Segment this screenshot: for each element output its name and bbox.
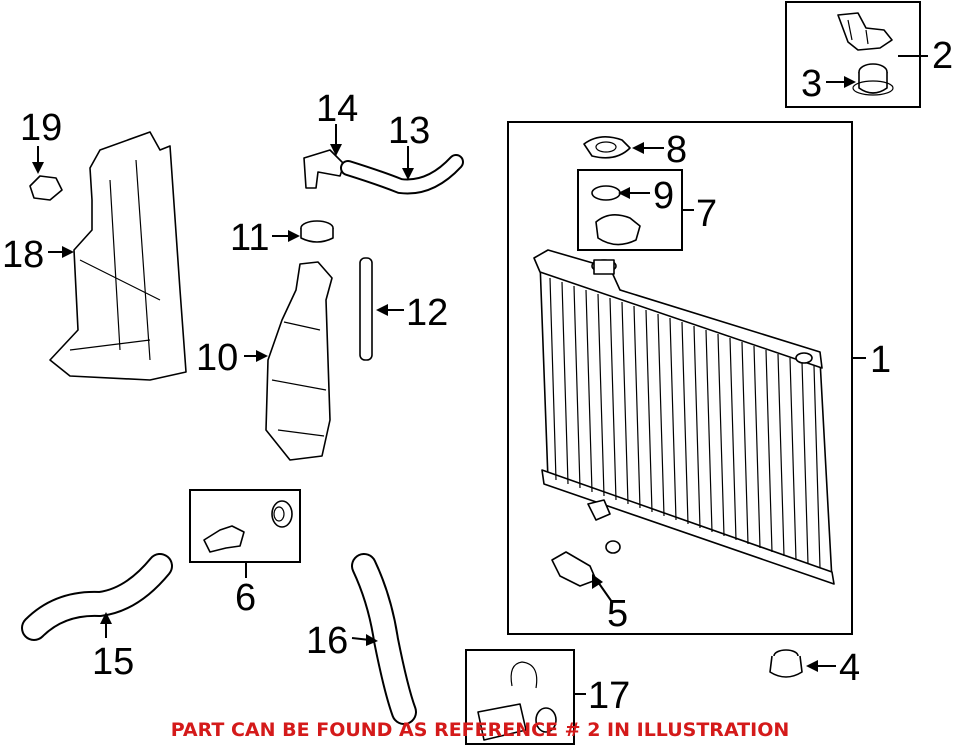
arrow-18	[62, 246, 74, 258]
overflow-hose-group	[303, 124, 464, 195]
part-15-hose-fill	[23, 555, 171, 639]
part-2-bracket-detail	[847, 19, 869, 45]
callout-15: 15	[92, 641, 134, 683]
part-13-hose-fill	[342, 156, 462, 193]
callout-labels: 1 2 3 4 5 6 7 8 9 10 11 12 13 14 15 16 1…	[2, 35, 953, 717]
reservoir-group	[244, 220, 404, 461]
part-16-hose-fill	[353, 555, 415, 723]
part-7-cap	[595, 214, 641, 246]
part-17-group	[465, 649, 586, 745]
part-17-seal	[535, 707, 557, 733]
arrow-15	[100, 612, 112, 624]
callout-13: 13	[388, 110, 430, 152]
radiator-drain	[587, 499, 611, 521]
shroud-group	[29, 131, 187, 381]
callout-10: 10	[196, 337, 238, 379]
part-2-box	[785, 1, 921, 108]
arrow-16	[366, 634, 378, 646]
part-19-bolt-head	[29, 175, 63, 201]
part-5-o-ring	[605, 540, 621, 554]
arrow-5	[592, 574, 603, 589]
arrow-9	[618, 187, 630, 199]
callout-5: 5	[607, 593, 628, 635]
callout-11: 11	[230, 217, 269, 259]
part-14-hose-fitting	[303, 149, 345, 189]
arrow-10	[256, 350, 268, 362]
callout-6: 6	[235, 577, 256, 619]
part-6-group	[189, 489, 301, 578]
part-5-drain-plug	[551, 551, 597, 587]
part-12-hose	[359, 257, 373, 361]
part-18-air-guide	[49, 131, 187, 381]
callout-12: 12	[406, 292, 448, 334]
part-3-cushion-body	[858, 72, 888, 94]
bracket-box-group	[785, 1, 928, 108]
part-6-seal-hole	[273, 506, 285, 522]
callout-16: 16	[306, 620, 348, 662]
reference-note: PART CAN BE FOUND AS REFERENCE # 2 IN IL…	[171, 719, 790, 741]
part-17-clip	[510, 661, 538, 689]
part-10-reservoir-detail	[271, 321, 327, 437]
callout-9: 9	[653, 175, 674, 217]
part-16-group	[351, 553, 417, 725]
callout-4: 4	[839, 647, 860, 689]
part-9-seal	[591, 185, 621, 201]
callout-19: 19	[20, 107, 62, 149]
arrow-8	[632, 142, 644, 154]
radiator-bottom-tank	[541, 469, 835, 585]
radiator-top-tank	[533, 249, 823, 369]
part-6-fitting	[203, 525, 245, 553]
part-4-group	[769, 649, 836, 678]
callout-17: 17	[588, 675, 630, 717]
part-3-cushion-base	[852, 80, 894, 96]
part-2-bracket	[837, 12, 893, 51]
part-18-ribs	[69, 159, 161, 361]
part-10-reservoir-tank	[265, 261, 333, 461]
arrow-4	[806, 660, 818, 672]
radiator-fins	[549, 277, 821, 569]
arrow-11	[288, 230, 300, 242]
part-6-seal	[271, 500, 293, 528]
part-8-gasket	[583, 136, 631, 159]
callout-7: 7	[696, 193, 717, 235]
callout-1: 1	[870, 339, 891, 381]
part-1-box	[507, 121, 853, 635]
part-8-gasket-hole	[595, 141, 617, 153]
part-11-cap-body	[300, 228, 334, 243]
part-4-cushion-body	[769, 655, 803, 678]
part-15-group	[21, 553, 173, 641]
arrow-12	[376, 304, 388, 316]
callout-14: 14	[316, 88, 358, 130]
callout-3: 3	[801, 63, 822, 105]
arrow-3	[844, 76, 856, 88]
part-17-box	[465, 649, 575, 745]
arrow-19	[32, 162, 44, 174]
radiator-filler-neck-body	[593, 259, 615, 275]
callout-8: 8	[666, 129, 687, 171]
callout-2: 2	[932, 35, 953, 77]
callout-18: 18	[2, 234, 44, 276]
leader-5	[597, 581, 613, 603]
arrow-13	[402, 168, 414, 180]
arrow-14	[330, 144, 342, 156]
radiator-mount-pin	[795, 352, 813, 364]
radiator-group	[507, 121, 866, 635]
part-17-fitting	[477, 703, 527, 741]
